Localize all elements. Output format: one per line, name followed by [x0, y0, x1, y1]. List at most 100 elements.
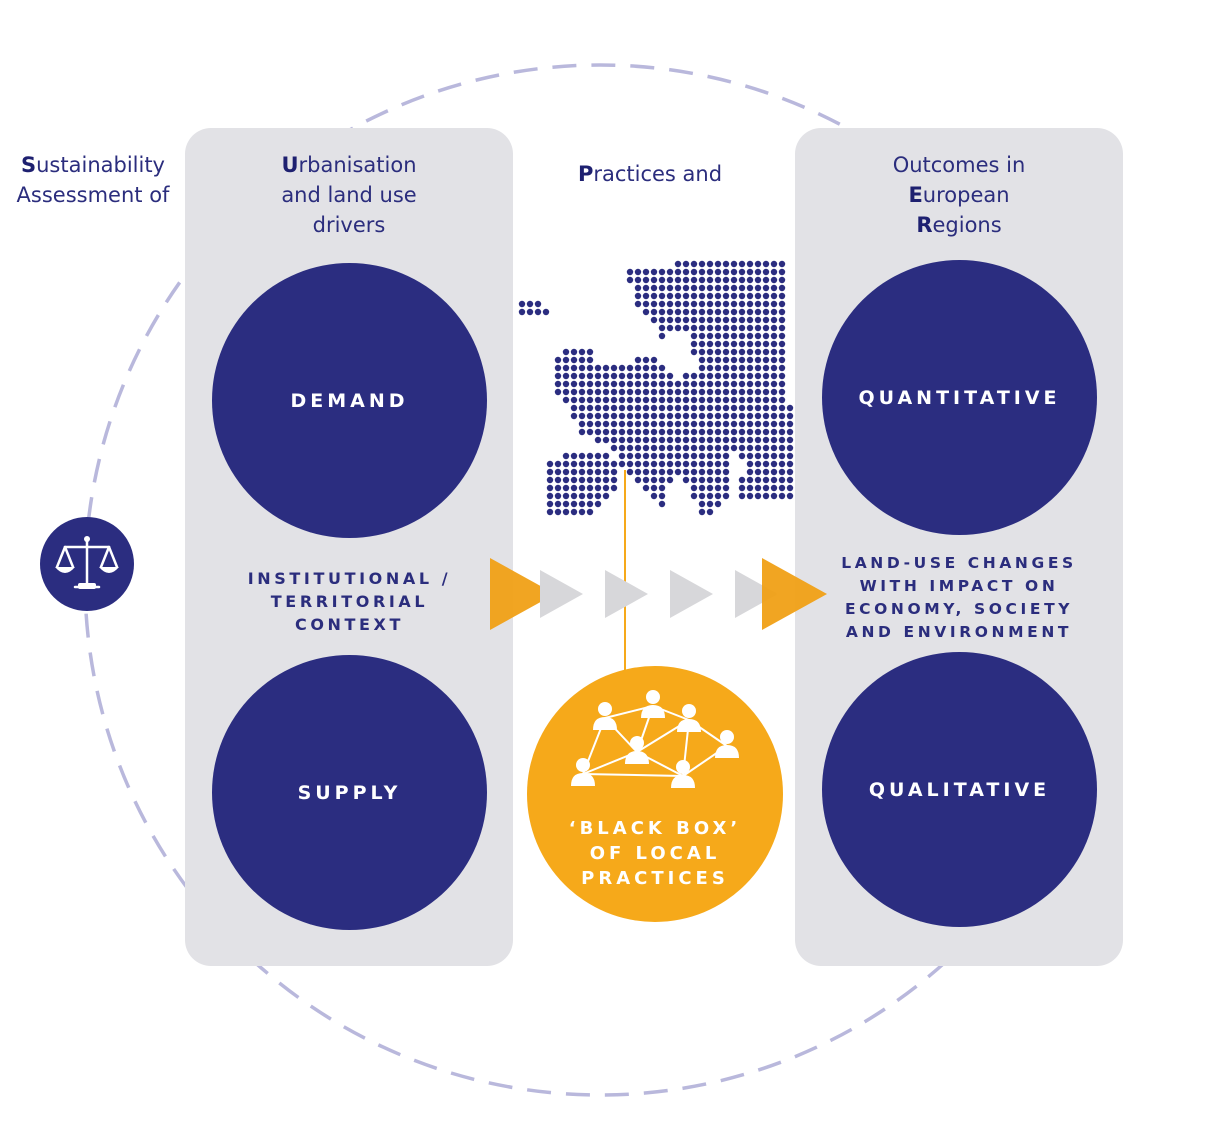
black-box-line1: ‘BLACK BOX’: [568, 818, 742, 839]
map-dot: [690, 276, 698, 284]
map-dot: [690, 332, 698, 340]
demand-circle: DEMAND: [212, 263, 487, 538]
map-dot: [770, 492, 778, 500]
map-dot: [778, 356, 786, 364]
map-dot: [714, 428, 722, 436]
map-dot: [746, 436, 754, 444]
map-dot: [658, 404, 666, 412]
map-dot: [706, 460, 714, 468]
map-dot: [674, 404, 682, 412]
map-dot: [674, 388, 682, 396]
map-dot: [754, 468, 762, 476]
changes-line1: LAND-USE CHANGES: [841, 554, 1077, 572]
map-dot: [706, 476, 714, 484]
map-dot: [746, 412, 754, 420]
map-dot: [570, 356, 578, 364]
map-dot: [706, 420, 714, 428]
map-dot: [722, 492, 730, 500]
quantitative-label: QUANTITATIVE: [858, 386, 1061, 409]
map-dot: [762, 388, 770, 396]
map-dot: [778, 292, 786, 300]
map-dot: [698, 332, 706, 340]
map-dot: [594, 404, 602, 412]
map-dot: [738, 300, 746, 308]
initial-e: E: [908, 183, 923, 207]
map-dot: [526, 308, 534, 316]
map-dot: [650, 372, 658, 380]
map-dot: [738, 492, 746, 500]
map-dot: [778, 372, 786, 380]
map-dot: [674, 412, 682, 420]
map-dot: [762, 364, 770, 372]
map-dot: [570, 476, 578, 484]
map-dot: [578, 468, 586, 476]
map-dot: [714, 332, 722, 340]
map-dot: [770, 444, 778, 452]
map-dot: [634, 444, 642, 452]
map-dot: [754, 380, 762, 388]
map-dot: [578, 372, 586, 380]
map-dot: [770, 364, 778, 372]
map-dot: [762, 452, 770, 460]
map-dot: [578, 492, 586, 500]
map-dot: [650, 396, 658, 404]
map-dot: [706, 404, 714, 412]
heading-line1: Outcomes in: [892, 153, 1026, 177]
map-dot: [746, 268, 754, 276]
map-dot: [762, 428, 770, 436]
map-dot: [706, 412, 714, 420]
map-dot: [658, 324, 666, 332]
map-dot: [634, 388, 642, 396]
map-dot: [690, 428, 698, 436]
map-dot: [526, 300, 534, 308]
map-dot: [586, 404, 594, 412]
map-dot: [714, 460, 722, 468]
map-dot: [578, 484, 586, 492]
map-dot: [730, 316, 738, 324]
map-dot: [706, 468, 714, 476]
map-dot: [594, 380, 602, 388]
map-dot: [634, 292, 642, 300]
map-dot: [674, 468, 682, 476]
map-dot: [610, 444, 618, 452]
map-dot: [634, 412, 642, 420]
map-dot: [642, 284, 650, 292]
map-dot: [642, 364, 650, 372]
map-dot: [754, 356, 762, 364]
map-dot: [770, 316, 778, 324]
map-dot: [578, 500, 586, 508]
map-dot: [562, 372, 570, 380]
map-dot: [682, 436, 690, 444]
map-dot: [602, 420, 610, 428]
map-dot: [690, 340, 698, 348]
map-dot: [554, 372, 562, 380]
map-dot: [602, 452, 610, 460]
map-dot: [642, 436, 650, 444]
map-dot: [762, 324, 770, 332]
map-dot: [778, 428, 786, 436]
map-dot: [778, 276, 786, 284]
map-dot: [698, 324, 706, 332]
map-dot: [738, 364, 746, 372]
map-dot: [610, 364, 618, 372]
map-dot: [786, 412, 794, 420]
arrow-end: [762, 558, 827, 630]
sustainability-label: Sustainability Assessment of: [8, 150, 178, 210]
map-dot: [666, 292, 674, 300]
map-dot: [730, 324, 738, 332]
map-dot: [666, 452, 674, 460]
map-dot: [674, 428, 682, 436]
left-panel-heading: Urbanisation and land use drivers: [185, 150, 513, 240]
map-dot: [570, 404, 578, 412]
map-dot: [778, 380, 786, 388]
map-dot: [578, 420, 586, 428]
map-dot: [698, 300, 706, 308]
map-dot: [778, 484, 786, 492]
map-dot: [738, 316, 746, 324]
map-dot: [730, 372, 738, 380]
map-dot: [666, 276, 674, 284]
map-dot: [698, 308, 706, 316]
map-dot: [770, 372, 778, 380]
map-dot: [682, 420, 690, 428]
map-dot: [738, 324, 746, 332]
